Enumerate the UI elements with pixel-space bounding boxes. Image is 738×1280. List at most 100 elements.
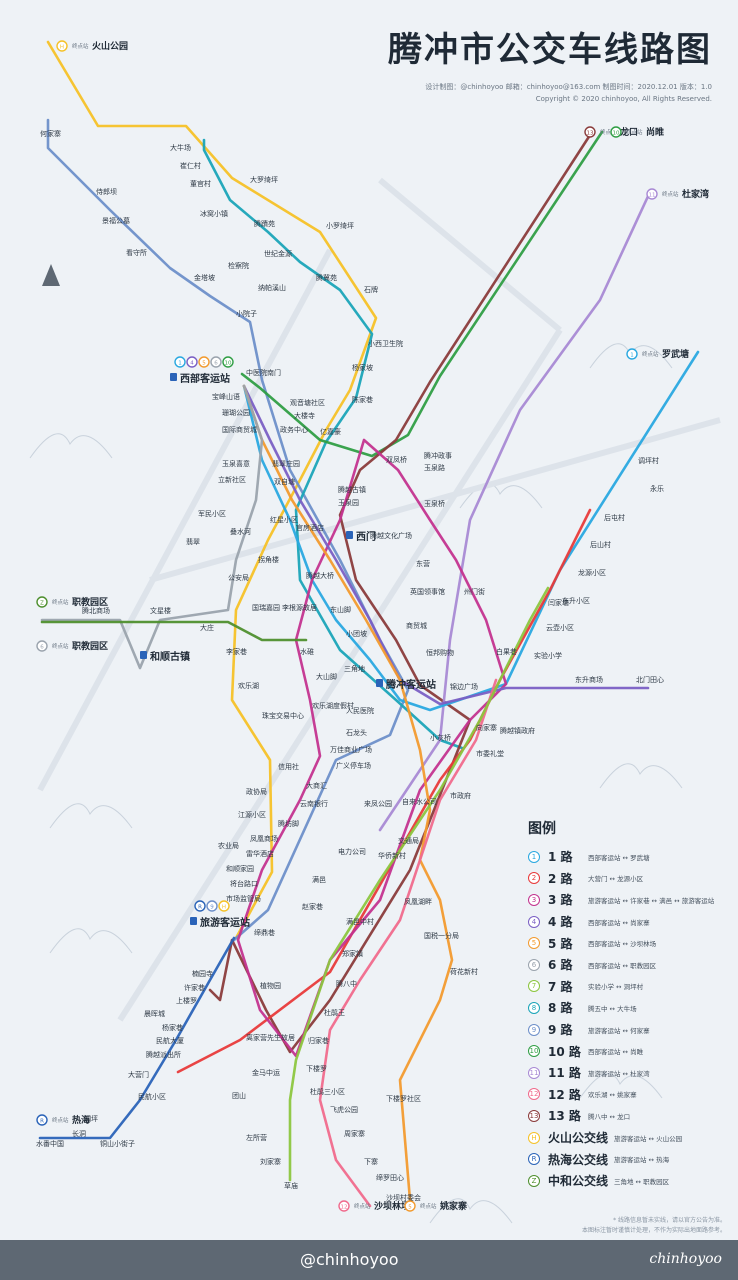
station-label: 大庄 xyxy=(200,623,214,632)
station-label: 和顺家园 xyxy=(226,864,254,873)
terminal-tag: 终点站 xyxy=(642,350,659,358)
station-label: 来凤公园 xyxy=(364,800,392,808)
station-label: 陈家巷 xyxy=(352,395,373,404)
station-label: 军民小区 xyxy=(198,509,226,518)
terminal-tag: 终点站 xyxy=(72,42,89,50)
station-label: 锦边广场 xyxy=(450,682,478,691)
station-label: 水番中国 xyxy=(36,1139,64,1148)
terminal-name: 罗武塘 xyxy=(662,348,689,360)
station-label: 缔罗田心 xyxy=(376,1173,404,1182)
station-label: 大营门 xyxy=(128,1070,149,1079)
station-label: 金塔坡 xyxy=(194,273,215,282)
station-label: 小灰桥 xyxy=(430,733,451,742)
route-map-canvas: 何家寨大牛场崔仁村侍郎坝董官村大罗绮坪景福公墓冰窝小镇腾蹟苑小罗绮坪看守所世纪金… xyxy=(29,40,721,1224)
station-label: 欢乐湖 xyxy=(238,681,259,690)
legend-line-name: 2 路 xyxy=(548,871,573,886)
line-badge-icon: 2 xyxy=(528,872,540,885)
station-label: 杨家巷 xyxy=(162,1023,183,1032)
route-line-10 xyxy=(240,130,604,458)
line-badge-icon xyxy=(210,356,222,368)
hub-station: 腾冲客运站 xyxy=(376,678,436,691)
terminal-tag: 终点站 xyxy=(626,128,643,136)
station-label: 世纪金源 xyxy=(264,249,292,258)
hub-label: 和顺古镇 xyxy=(149,650,190,663)
line-badge-icon xyxy=(36,640,48,652)
route-line-H xyxy=(46,40,378,940)
line-badge-icon: 1 xyxy=(528,850,540,863)
station-label: 腾越镇政府 xyxy=(500,726,535,735)
station-label: 东营 xyxy=(416,559,430,568)
station-label: 荷花新村 xyxy=(450,967,478,976)
station-label: 永乐 xyxy=(650,484,664,493)
route-line-Z xyxy=(40,620,308,642)
footer-bar: @chinhoyoo chinhoyoo xyxy=(0,1240,738,1280)
line-badge-text: 11 xyxy=(649,192,656,198)
brand-signature: chinhoyoo xyxy=(649,1251,722,1267)
station-label: 欢乐湖度假村 xyxy=(312,701,354,710)
line-badge-icon xyxy=(584,126,596,138)
station-label: 草庙 xyxy=(284,1181,298,1190)
bus-station-icon xyxy=(376,679,383,687)
station-label: 何家寨 xyxy=(40,129,61,138)
legend-title: 图例 xyxy=(528,821,556,837)
line-badge-icon xyxy=(338,1200,350,1212)
line-badge-icon xyxy=(186,356,198,368)
legend-line-desc: 欢乐湖 ↔ 姚家寨 xyxy=(588,1091,637,1100)
station-label: 小西卫生院 xyxy=(368,339,403,348)
station-label: 官房酒店 xyxy=(296,523,324,532)
station-label: 腾冲政事 xyxy=(424,451,452,460)
line-badge-icon: Z xyxy=(528,1174,540,1187)
station-label: 电力公司 xyxy=(338,847,366,856)
terminal-tag: 终点站 xyxy=(662,190,679,198)
line-badge-icon xyxy=(206,900,218,912)
legend-line-desc: 西部客运站 ↔ 职教园区 xyxy=(588,961,657,970)
station-label: 商贸城 xyxy=(406,621,427,630)
station-label: 腾蹟苑 xyxy=(254,219,275,228)
route-line-12 xyxy=(318,678,498,1208)
station-label: 民航小区 xyxy=(138,1092,166,1101)
station-label: 玉泉桥 xyxy=(424,499,445,508)
line-badge-icon: 3 xyxy=(528,893,540,906)
station-label: 腾冀苑 xyxy=(316,273,337,282)
terminal-tag: 终点站 xyxy=(52,1116,69,1124)
line-badge-icon: R xyxy=(528,1153,540,1166)
station-label: 中医院南门 xyxy=(246,368,281,377)
mountain-icon xyxy=(49,803,133,829)
hub-station: 西门 xyxy=(346,530,376,543)
station-label: 万佳商业广场 xyxy=(330,745,372,754)
station-label: 离家营先生故居 xyxy=(246,1033,295,1042)
station-label: 凤凰商场 xyxy=(250,834,278,843)
terminal-name: 尚睢 xyxy=(646,126,664,138)
station-label: 叠水河 xyxy=(230,527,251,536)
line-badge-text: H xyxy=(222,904,226,910)
page-title: 腾冲市公交车线路图 xyxy=(388,30,712,70)
station-label: 看守所 xyxy=(126,248,147,257)
line-badge-icon: 9 xyxy=(528,1023,540,1036)
line-badge-icon xyxy=(404,1200,416,1212)
line-badge-icon: 7 xyxy=(528,980,540,993)
station-label: 景福公墓 xyxy=(102,216,130,225)
station-label: 华侨新村 xyxy=(378,851,406,860)
station-label: 石龙头 xyxy=(346,728,367,737)
legend-line-name: 火山公交线 xyxy=(548,1131,609,1146)
station-label: 下楼罗 xyxy=(306,1064,327,1073)
station-label: 公安局 xyxy=(228,573,249,582)
station-label: 腾八中 xyxy=(336,979,357,988)
terminal-name: 职教园区 xyxy=(72,640,108,652)
legend-line-name: 1 路 xyxy=(548,850,573,865)
bus-map: 何家寨大牛场崔仁村侍郎坝董官村大罗绮坪景福公墓冰窝小镇腾蹟苑小罗绮坪看守所世纪金… xyxy=(29,30,728,1234)
station-label: 国税一分局 xyxy=(424,931,459,940)
station-labels: 何家寨大牛场崔仁村侍郎坝董官村大罗绮坪景福公墓冰窝小镇腾蹟苑小罗绮坪看守所世纪金… xyxy=(36,129,664,1202)
station-label: 金马中运 xyxy=(252,1068,280,1077)
weibo-handle[interactable]: @chinhoyoo xyxy=(300,1250,399,1269)
station-label: 东山脚 xyxy=(330,605,351,614)
